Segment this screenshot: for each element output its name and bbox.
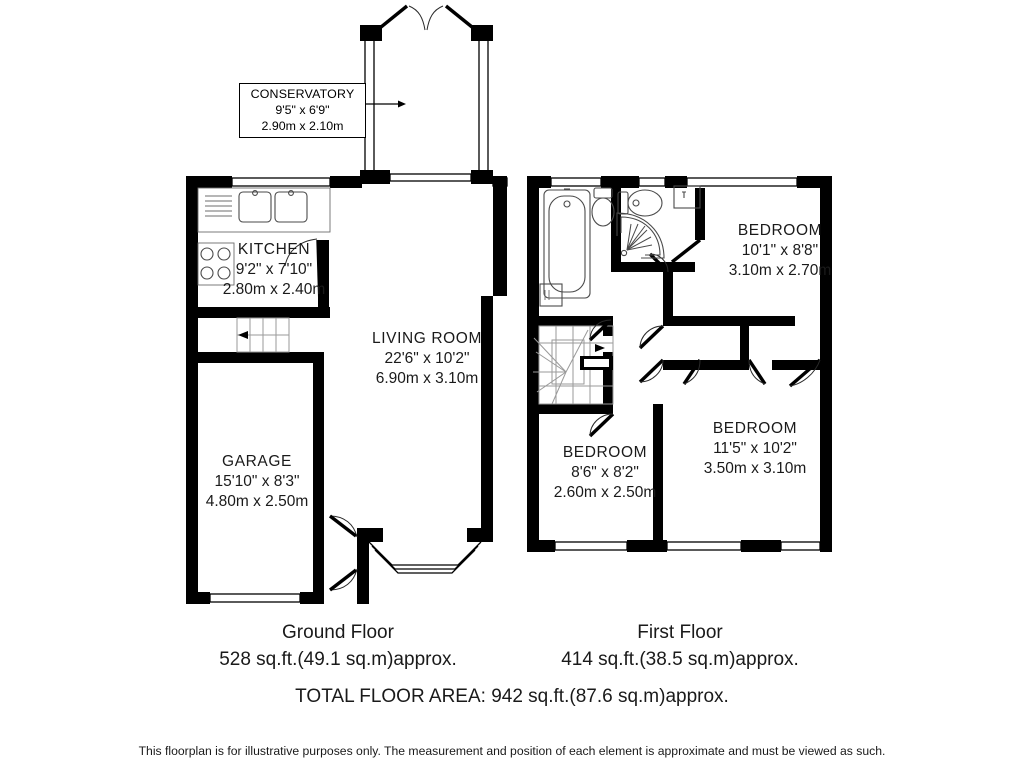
room-name: BEDROOM	[562, 444, 648, 461]
room-dimensions-imperial: 9'2" x 7'10"	[235, 260, 313, 278]
bathtub-fixture	[543, 188, 591, 299]
drainer-fixture	[205, 195, 232, 217]
first-floor-walls	[527, 176, 832, 552]
toilet-fixture-wc	[617, 189, 663, 217]
floor-title-first: First Floor	[637, 622, 723, 643]
room-name: LIVING ROOM	[372, 330, 482, 347]
first-stairs	[533, 325, 614, 405]
room-label-bedroom-2: BEDROOM 11'5" x 10'2" 3.50m x 3.10m	[665, 419, 845, 478]
toilet-fixture	[591, 187, 615, 227]
floor-title-ground: Ground Floor	[282, 622, 394, 643]
bathroom-fixtures	[539, 187, 615, 307]
room-dimensions-metric: 3.50m x 3.10m	[703, 459, 807, 477]
sink-double-fixture	[238, 190, 308, 223]
room-dimensions-imperial: 11'5" x 10'2"	[713, 439, 797, 457]
room-label-bedroom-3: BEDROOM 8'6" x 8'2" 2.60m x 2.50m	[520, 443, 690, 502]
room-dimensions-metric: 3.10m x 2.70m	[728, 261, 832, 279]
room-label-conservatory: CONSERVATORY 9'5" x 6'9" 2.90m x 2.10m	[239, 83, 366, 139]
room-dimensions-metric: 6.90m x 3.10m	[375, 369, 479, 387]
washbasin-fixture-wc	[673, 185, 701, 209]
room-dimensions-metric: 4.80m x 2.50m	[205, 492, 309, 510]
hob-fixture	[197, 242, 235, 286]
room-name: KITCHEN	[237, 241, 311, 258]
room-dimensions-imperial: 15'10" x 8'3"	[214, 472, 300, 490]
ground-floor-walls	[186, 176, 508, 604]
radiator-fixture	[539, 283, 563, 307]
room-name: BEDROOM	[737, 222, 823, 239]
disclaimer-text: This floorplan is for illustrative purpo…	[138, 744, 886, 758]
room-dimensions-metric: 2.60m x 2.50m	[553, 483, 657, 501]
floor-area-first: 414 sq.ft.(38.5 sq.m)approx.	[561, 649, 799, 670]
room-label-kitchen: KITCHEN 9'2" x 7'10" 2.80m x 2.40m	[196, 240, 352, 299]
room-label-garage: GARAGE 15'10" x 8'3" 4.80m x 2.50m	[177, 452, 337, 511]
room-dimensions-metric: 2.80m x 2.40m	[222, 280, 326, 298]
room-name: BEDROOM	[712, 420, 798, 437]
room-label-bedroom-1: BEDROOM 10'1" x 8'8" 3.10m x 2.70m	[690, 221, 870, 280]
room-dimensions-imperial: 22'6" x 10'2"	[384, 349, 470, 367]
first-floor-doors	[588, 318, 822, 438]
room-dimensions-imperial: 8'6" x 8'2"	[571, 463, 639, 481]
room-name: GARAGE	[222, 453, 292, 470]
room-dimensions-imperial: 10'1" x 8'8"	[741, 241, 819, 259]
conservatory-structure	[358, 4, 493, 184]
kitchen-fixtures	[197, 187, 331, 308]
ground-stairs	[236, 317, 290, 353]
room-label-living-room: LIVING ROOM 22'6" x 10'2" 6.90m x 3.10m	[316, 329, 538, 388]
shower-quadrant-fixture	[616, 212, 665, 259]
room-name: CONSERVATORY	[250, 87, 355, 101]
floor-area-ground: 528 sq.ft.(49.1 sq.m)approx.	[219, 649, 457, 670]
total-floor-area: TOTAL FLOOR AREA: 942 sq.ft.(87.6 sq.m)a…	[295, 686, 729, 707]
room-dimensions-metric: 2.90m x 2.10m	[261, 119, 344, 134]
wc-fixtures	[616, 185, 701, 259]
room-dimensions-imperial: 9'5" x 6'9"	[275, 103, 330, 118]
